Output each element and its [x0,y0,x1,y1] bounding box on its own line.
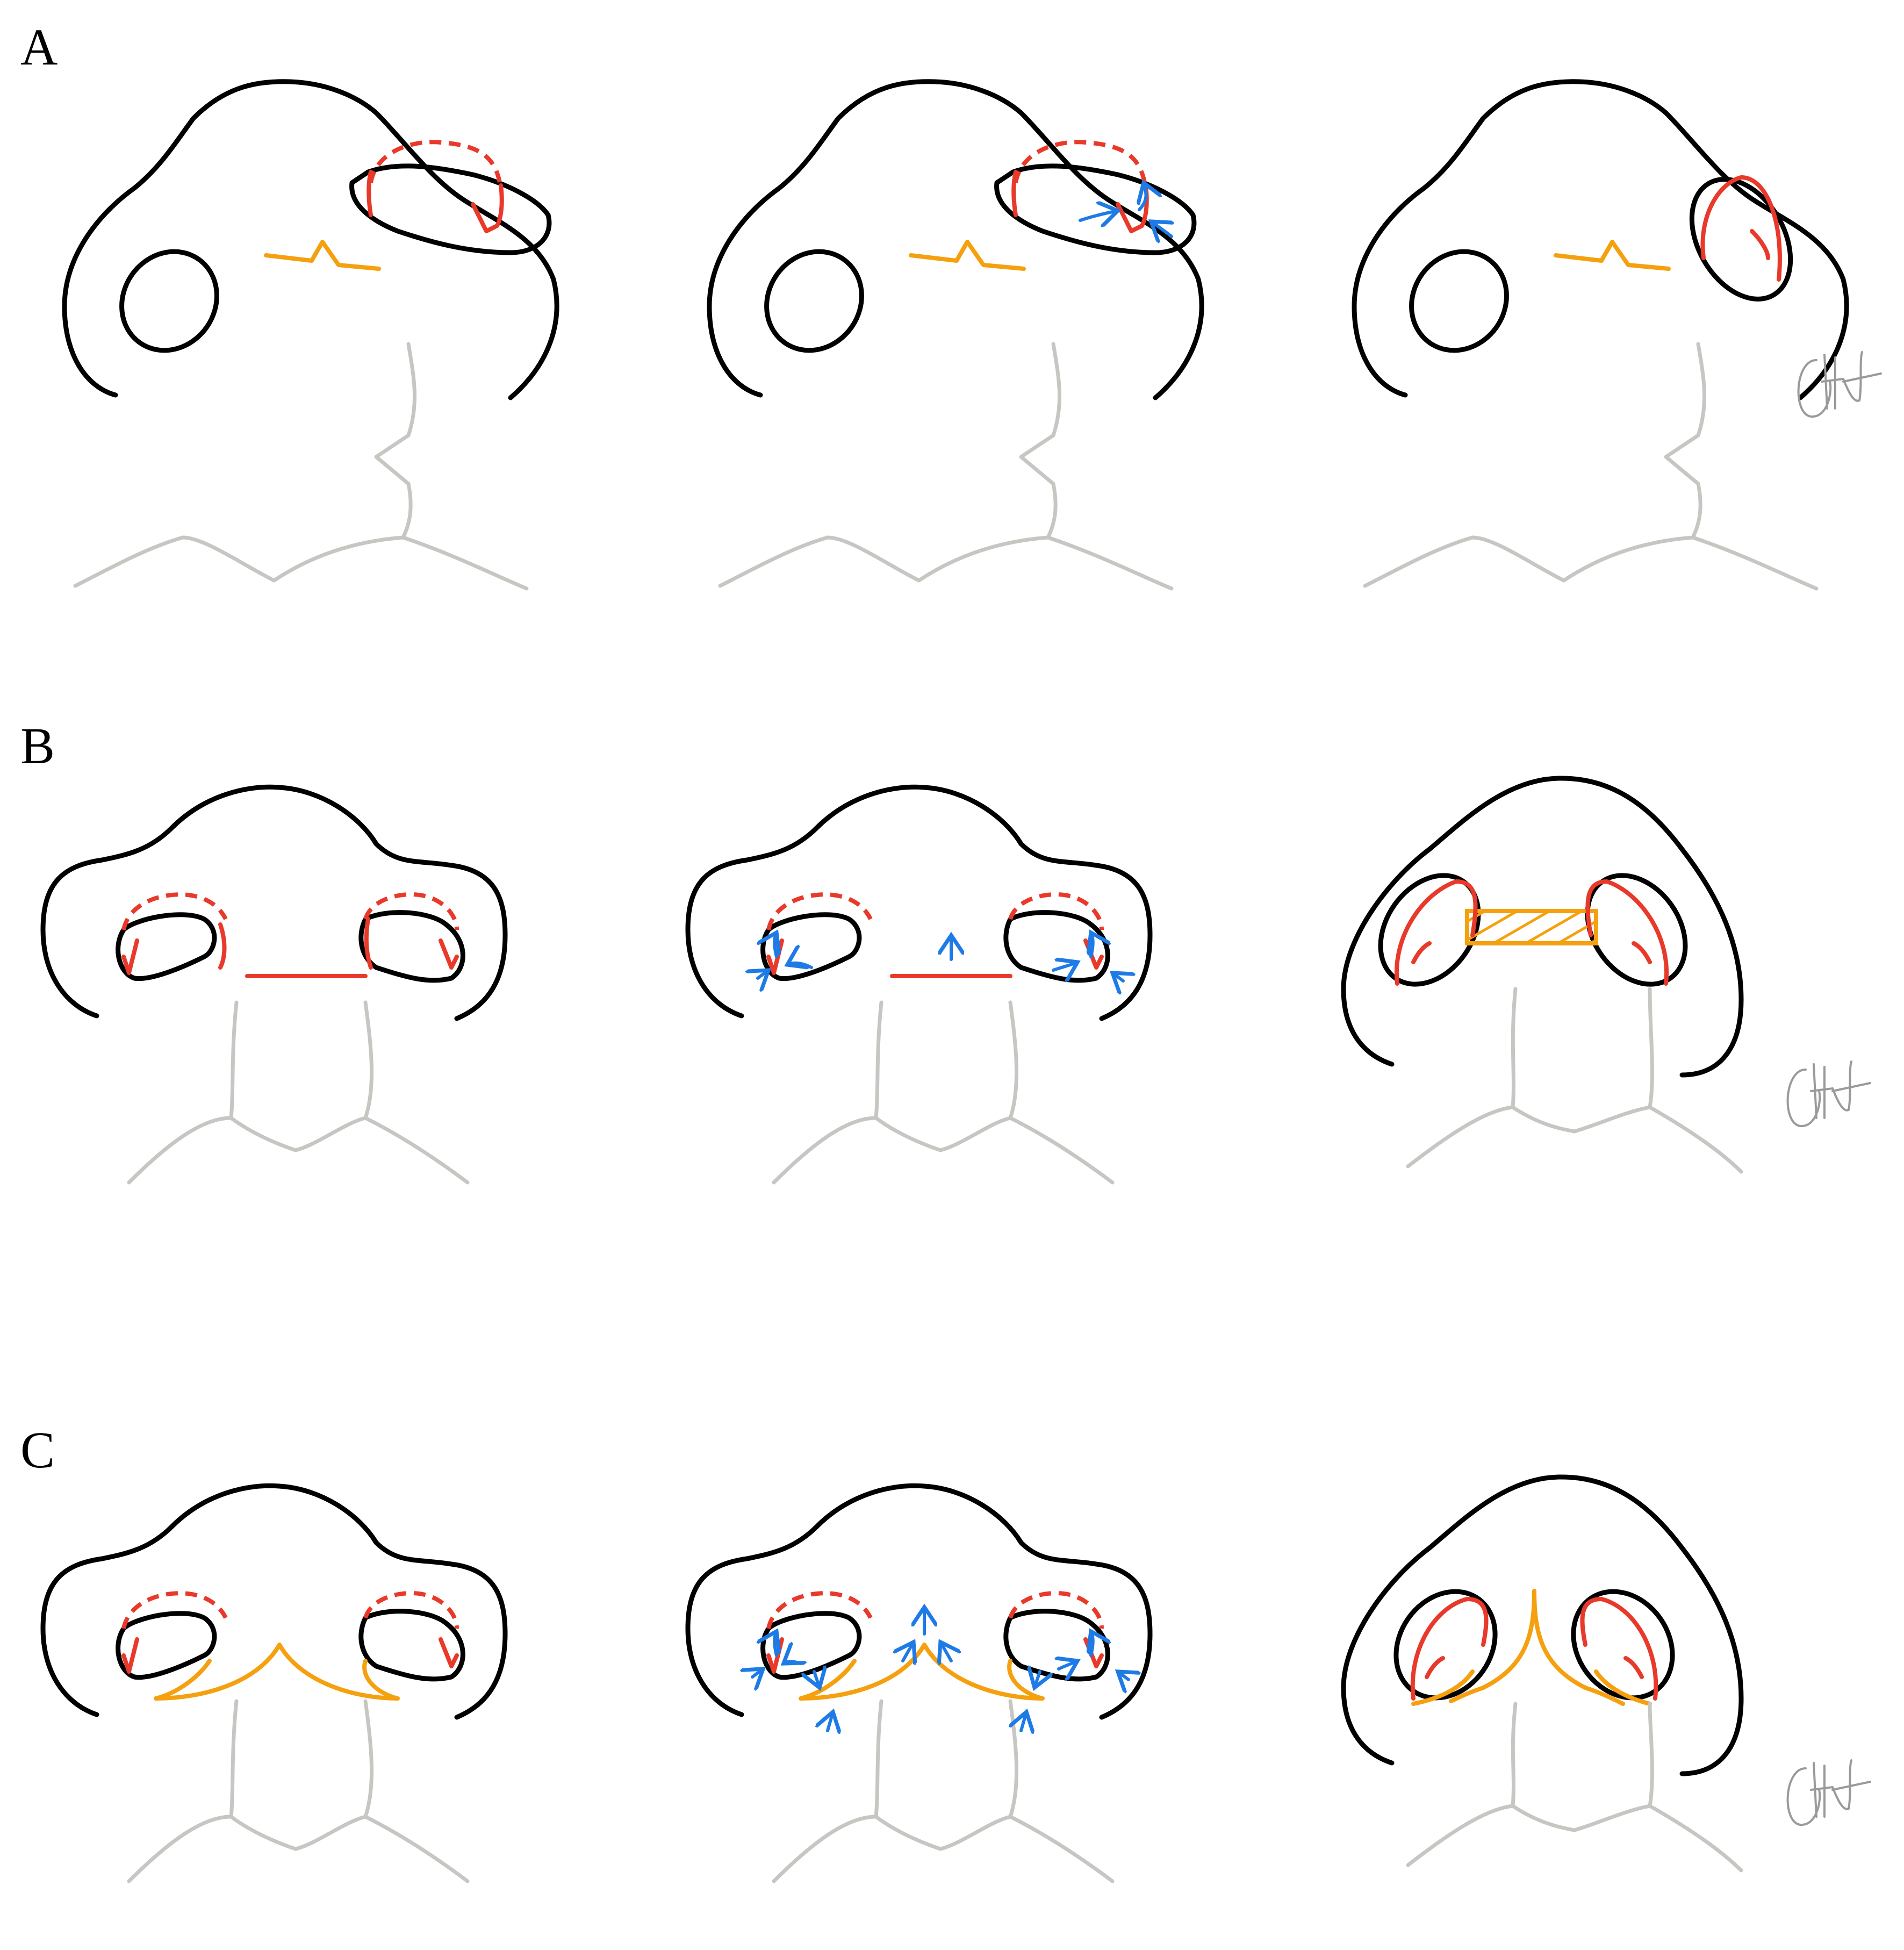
signature-b [1786,1060,1871,1128]
panel-a2 [709,82,1202,589]
signature-a [1797,351,1882,418]
panel-label-c: C [20,1421,55,1479]
panel-c1 [43,1486,505,1881]
signature-c [1786,1759,1871,1826]
panel-b1 [43,787,505,1182]
panel-label-a: A [20,18,58,76]
panel-b2 [688,787,1150,1182]
row-b [43,776,1744,1182]
panel-b3 [1341,776,1744,1174]
panel-label-b: B [20,717,55,775]
panel-c2 [688,1486,1150,1881]
hatched-graft [1465,909,1598,945]
panel-c3 [1341,1474,1744,1873]
panel-a3 [1354,82,1846,589]
panel-a1 [64,82,557,589]
row-c [43,1474,1744,1881]
row-a [64,82,1846,589]
